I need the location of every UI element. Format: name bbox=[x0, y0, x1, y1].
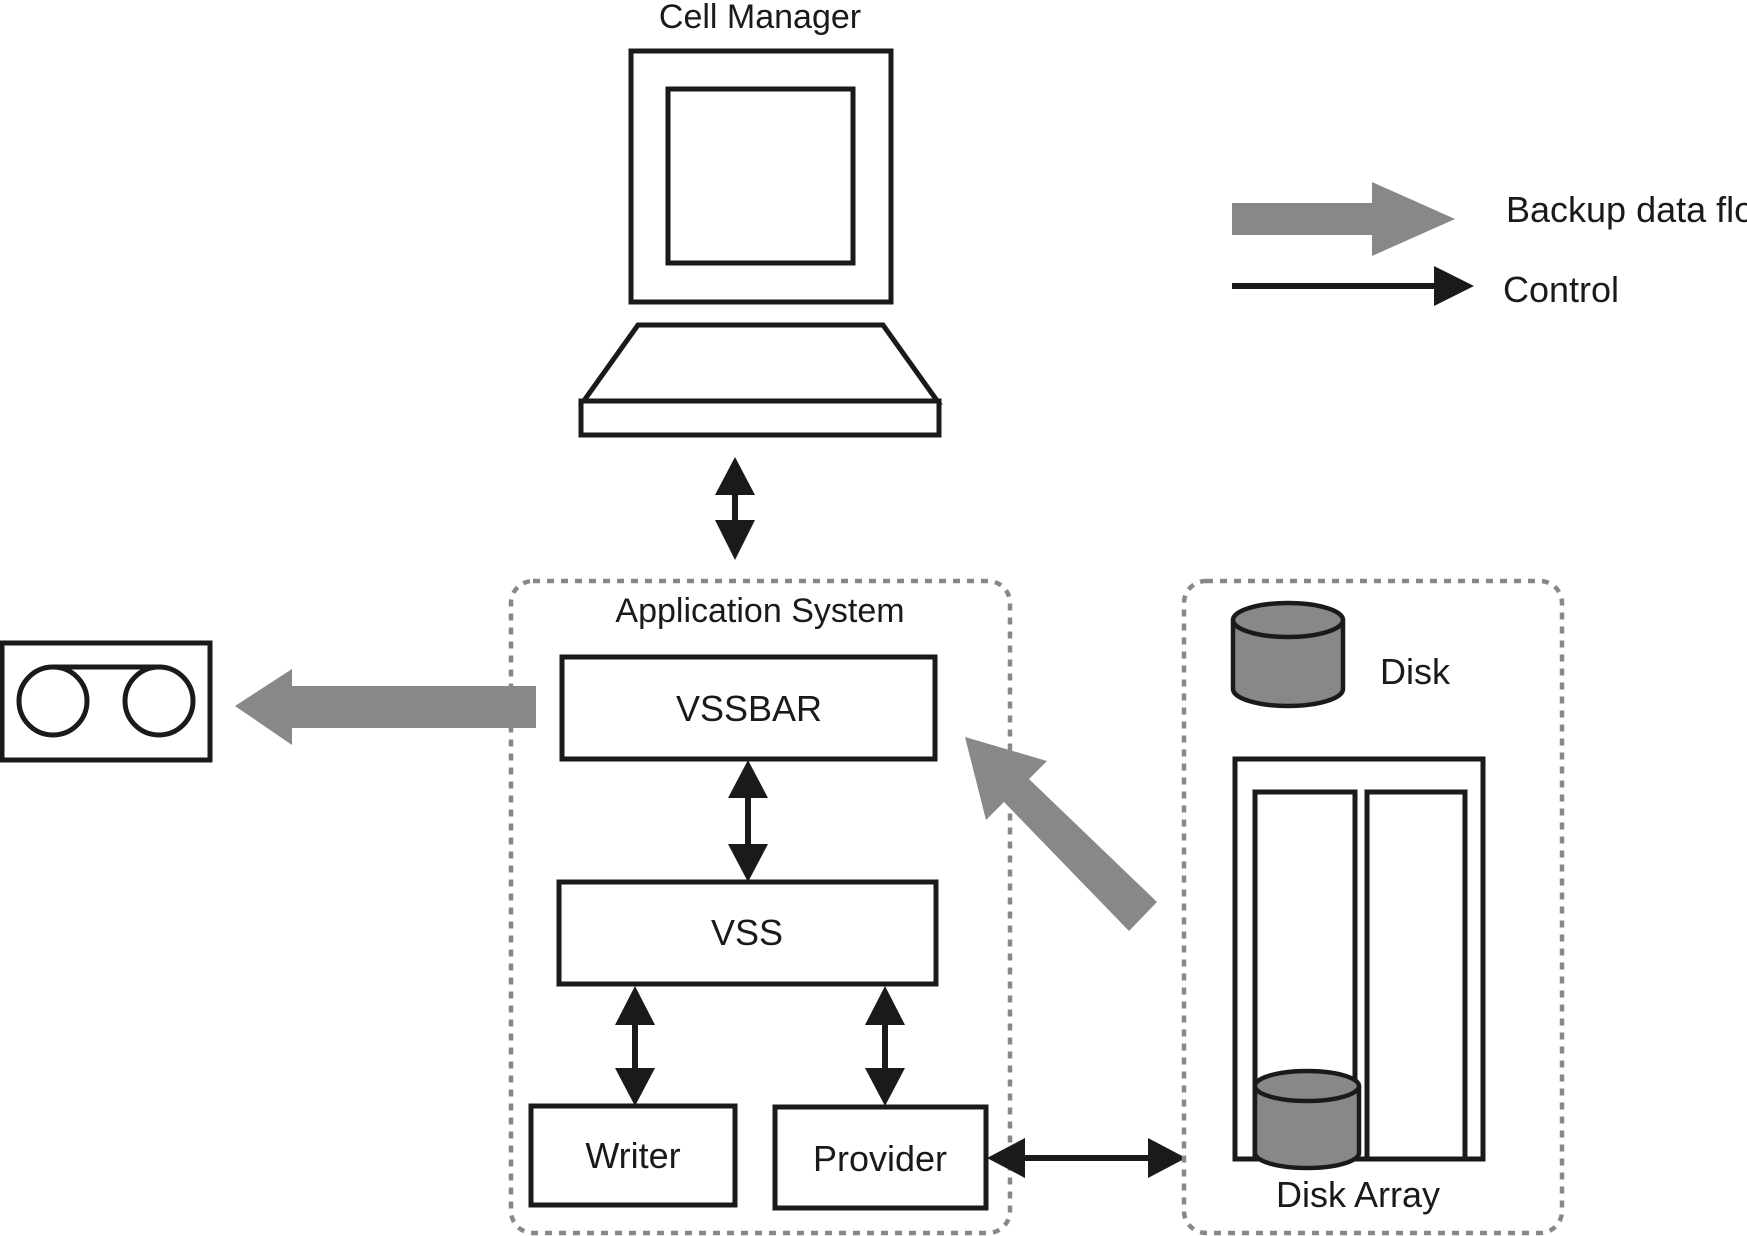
tape-reel-left bbox=[16, 664, 90, 738]
disk-label: Disk bbox=[1380, 651, 1451, 692]
control-arrow-provider-diskarray bbox=[987, 1138, 1186, 1178]
vssbar-box bbox=[559, 654, 938, 762]
disk-icon bbox=[1230, 600, 1346, 709]
legend: Backup data flow Control bbox=[1232, 182, 1747, 310]
control-arrow-vssbar-vss bbox=[728, 760, 768, 882]
provider-label: Provider bbox=[813, 1138, 947, 1179]
legend-control-arrowhead bbox=[1434, 266, 1474, 306]
cell-manager: Cell Manager bbox=[578, 0, 943, 438]
storage-system: Disk Disk Array bbox=[1181, 578, 1565, 1236]
vss-box bbox=[556, 879, 939, 987]
disk-array-slot-right bbox=[1364, 789, 1468, 1162]
tape-drive-icon bbox=[0, 640, 213, 763]
backup-flow-arrow-to-tape bbox=[235, 669, 536, 745]
disk-cylinder-top bbox=[1230, 600, 1346, 640]
disk-array-cylinder-body bbox=[1252, 1086, 1362, 1171]
control-arrow-vss-writer bbox=[615, 986, 655, 1106]
legend-backup-flow-arrow bbox=[1232, 182, 1455, 256]
cell-manager-label: Cell Manager bbox=[659, 0, 861, 36]
disk-cylinder-body bbox=[1230, 620, 1346, 709]
application-system-label: Application System bbox=[615, 592, 904, 630]
keyboard-body bbox=[578, 322, 943, 405]
disk-array-cylinder-top bbox=[1252, 1068, 1362, 1104]
disk-array-label: Disk Array bbox=[1276, 1174, 1440, 1215]
legend-control-label: Control bbox=[1503, 269, 1619, 310]
legend-backup-flow-label: Backup data flow bbox=[1506, 189, 1747, 230]
control-arrow-vss-provider bbox=[865, 986, 905, 1106]
computer-icon bbox=[578, 48, 943, 438]
monitor-screen bbox=[665, 86, 856, 266]
vssbar-label: VSSBAR bbox=[676, 688, 822, 729]
disk-array-icon bbox=[1232, 756, 1486, 1171]
writer-label: Writer bbox=[585, 1135, 680, 1176]
application-system-frame bbox=[508, 578, 1013, 1236]
vss-label: VSS bbox=[711, 912, 783, 953]
control-arrow-cellmanager-appsystem bbox=[715, 457, 755, 560]
provider-box bbox=[772, 1104, 989, 1211]
writer-box bbox=[528, 1103, 738, 1208]
backup-flow-arrow-diagonal bbox=[965, 737, 1157, 931]
application-system: Application System VSSBAR VSS Writer Pro… bbox=[508, 578, 1013, 1236]
keyboard-base bbox=[578, 398, 942, 438]
tape-reel-right bbox=[122, 664, 196, 738]
storage-frame bbox=[1181, 578, 1565, 1236]
